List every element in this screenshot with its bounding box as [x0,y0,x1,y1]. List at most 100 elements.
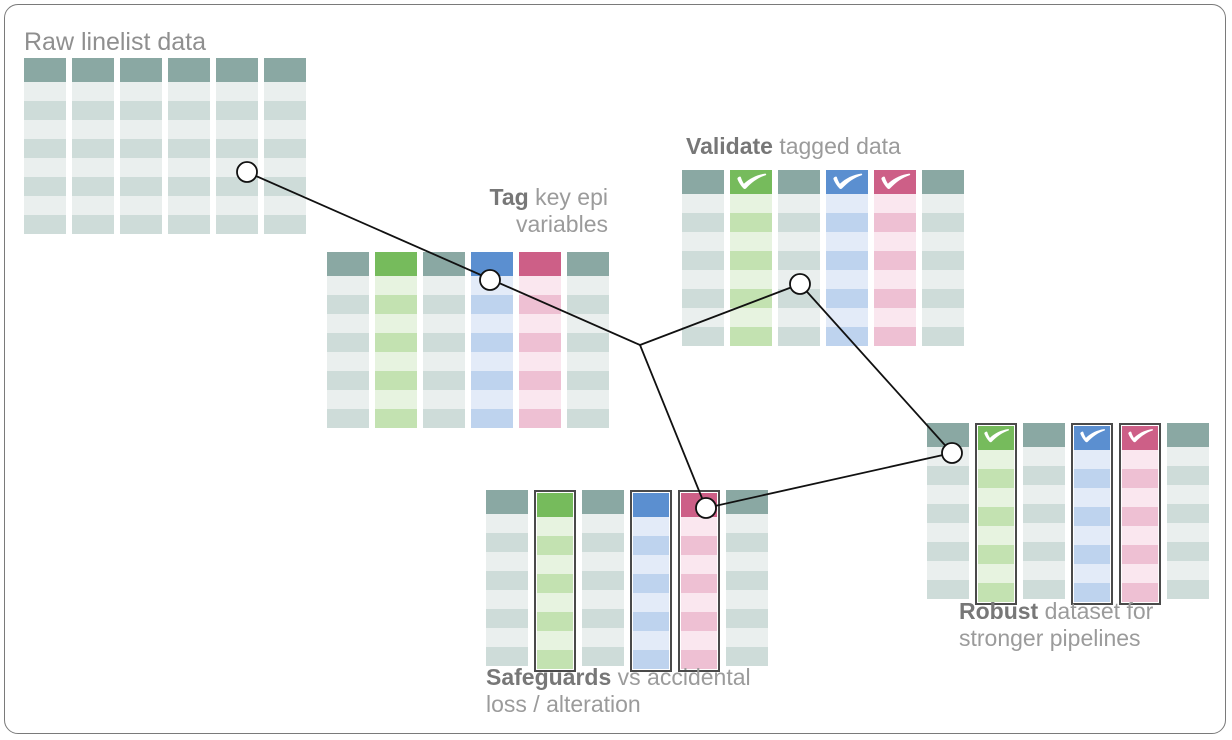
raw-linelist-table-row-cell [168,120,210,139]
raw-linelist-table-column-2 [72,58,114,234]
tag-key-epi-variables-table-row-cell [471,390,513,409]
raw-linelist-table-row-cell [264,215,306,234]
tag-key-epi-variables-table-row-cell [423,371,465,390]
safeguards-table-column-3 [582,490,624,672]
robust-dataset-table-row-cell [1023,466,1065,485]
raw-linelist-table-row-cell [216,139,258,158]
robust-dataset-table-row-cell [927,561,969,580]
safeguards-table-row-cell [486,533,528,552]
safeguards-table-row-cell [537,650,573,669]
raw-linelist-table [24,58,306,234]
validate-tagged-data-table-header-cell-3 [778,170,820,194]
validate-tagged-data-table-row-cell [778,232,820,251]
robust-dataset-table-row-cell [1023,542,1065,561]
safeguards-table-row-cell [726,590,768,609]
validate-tagged-data-table-row-cell [730,251,772,270]
tag-key-epi-variables-table-row-cell [519,352,561,371]
cap-raw-rest: Raw linelist data [24,28,207,56]
robust-dataset-table-row-cell [1167,542,1209,561]
raw-linelist-table-row-cell [168,82,210,101]
safeguards-table-row-cell [726,628,768,647]
validate-tagged-data-table-row-cell [922,289,964,308]
safeguards-table [486,490,768,672]
robust-dataset-table-row-cell [1167,485,1209,504]
tag-key-epi-variables-table-row-cell [327,295,369,314]
raw-linelist-table-row-cell [120,215,162,234]
tag-key-epi-variables-table-row-cell [423,409,465,428]
raw-linelist-table-column-6 [264,58,306,234]
validate-tagged-data-table-row-cell [826,194,868,213]
raw-linelist-table-row-cell [72,101,114,120]
tag-key-epi-variables-table-row-cell [567,314,609,333]
tag-key-epi-variables-table-column-6 [567,252,609,428]
safeguards-table-row-cell [486,628,528,647]
cap-robust-bold: Robust [959,598,1039,624]
safeguards-table-row-cell [726,552,768,571]
raw-linelist-table-row-cell [72,196,114,215]
robust-dataset-table-row-cell [927,523,969,542]
validate-tagged-data-table-row-cell [778,308,820,327]
robust-dataset-table-row-cell [1074,488,1110,507]
validate-tagged-data-table-row-cell [682,289,724,308]
node-safeguards[interactable] [695,497,717,519]
tag-key-epi-variables-table-row-cell [519,295,561,314]
safeguards-table-row-cell [681,593,717,612]
raw-linelist-table-row-cell [72,215,114,234]
raw-linelist-table-row-cell [24,215,66,234]
node-validate[interactable] [789,273,811,295]
tag-key-epi-variables-table-header-cell-5 [519,252,561,276]
tag-key-epi-variables-table-row-cell [423,390,465,409]
safeguards-table-row-cell [486,647,528,666]
safeguards-table-row-cell [681,631,717,650]
raw-linelist-table-row-cell [120,101,162,120]
tag-key-epi-variables-table-row-cell [375,333,417,352]
validate-tagged-data-table-row-cell [778,213,820,232]
validate-tagged-data-table-header-cell-6 [922,170,964,194]
tag-key-epi-variables-table-row-cell [471,333,513,352]
robust-dataset-table-header-cell-2 [978,426,1014,450]
tag-key-epi-variables-table-row-cell [567,352,609,371]
checkmark-icon [1080,429,1105,443]
validate-tagged-data-table-column-2 [730,170,772,346]
validate-tagged-data-table [682,170,964,346]
tag-key-epi-variables-table-row-cell [423,333,465,352]
tag-key-epi-variables-table-column-3 [423,252,465,428]
safeguards-table-row-cell [486,552,528,571]
raw-linelist-table-row-cell [120,120,162,139]
raw-linelist-table-row-cell [264,158,306,177]
validate-tagged-data-table-column-1 [682,170,724,346]
raw-linelist-table-row-cell [168,177,210,196]
caption-raw-linelist: Raw linelist data [24,28,354,57]
raw-linelist-table-row-cell [24,177,66,196]
tag-key-epi-variables-table-row-cell [423,295,465,314]
tag-key-epi-variables-table-row-cell [471,352,513,371]
tag-key-epi-variables-table-row-cell [519,390,561,409]
raw-linelist-table-row-cell [216,101,258,120]
robust-dataset-table-row-cell [1023,523,1065,542]
validate-tagged-data-table-row-cell [922,232,964,251]
safeguards-table-row-cell [633,631,669,650]
tag-key-epi-variables-table-row-cell [327,276,369,295]
cap-safe-rest: vs accidental loss / alteration [486,664,751,717]
connector-path-5 [705,452,953,509]
node-raw[interactable] [236,161,258,183]
validate-tagged-data-table-row-cell [874,251,916,270]
robust-dataset-table-row-cell [1074,469,1110,488]
tag-key-epi-variables-table-column-4 [471,252,513,428]
tag-key-epi-variables-table-row-cell [519,276,561,295]
robust-dataset-table-row-cell [927,504,969,523]
raw-linelist-table-row-cell [120,139,162,158]
safeguards-table-row-cell [726,533,768,552]
tag-key-epi-variables-table-row-cell [327,371,369,390]
raw-linelist-table-column-3 [120,58,162,234]
raw-linelist-table-header-cell-5 [216,58,258,82]
raw-linelist-table-row-cell [72,139,114,158]
robust-dataset-table-row-cell [978,526,1014,545]
connector-path-4 [639,344,707,509]
safeguards-table-row-cell [486,590,528,609]
safeguards-table-column-1 [486,490,528,672]
node-tag[interactable] [479,269,501,291]
robust-dataset-table-row-cell [1122,583,1158,602]
node-robust[interactable] [941,442,963,464]
tag-key-epi-variables-table-row-cell [375,371,417,390]
